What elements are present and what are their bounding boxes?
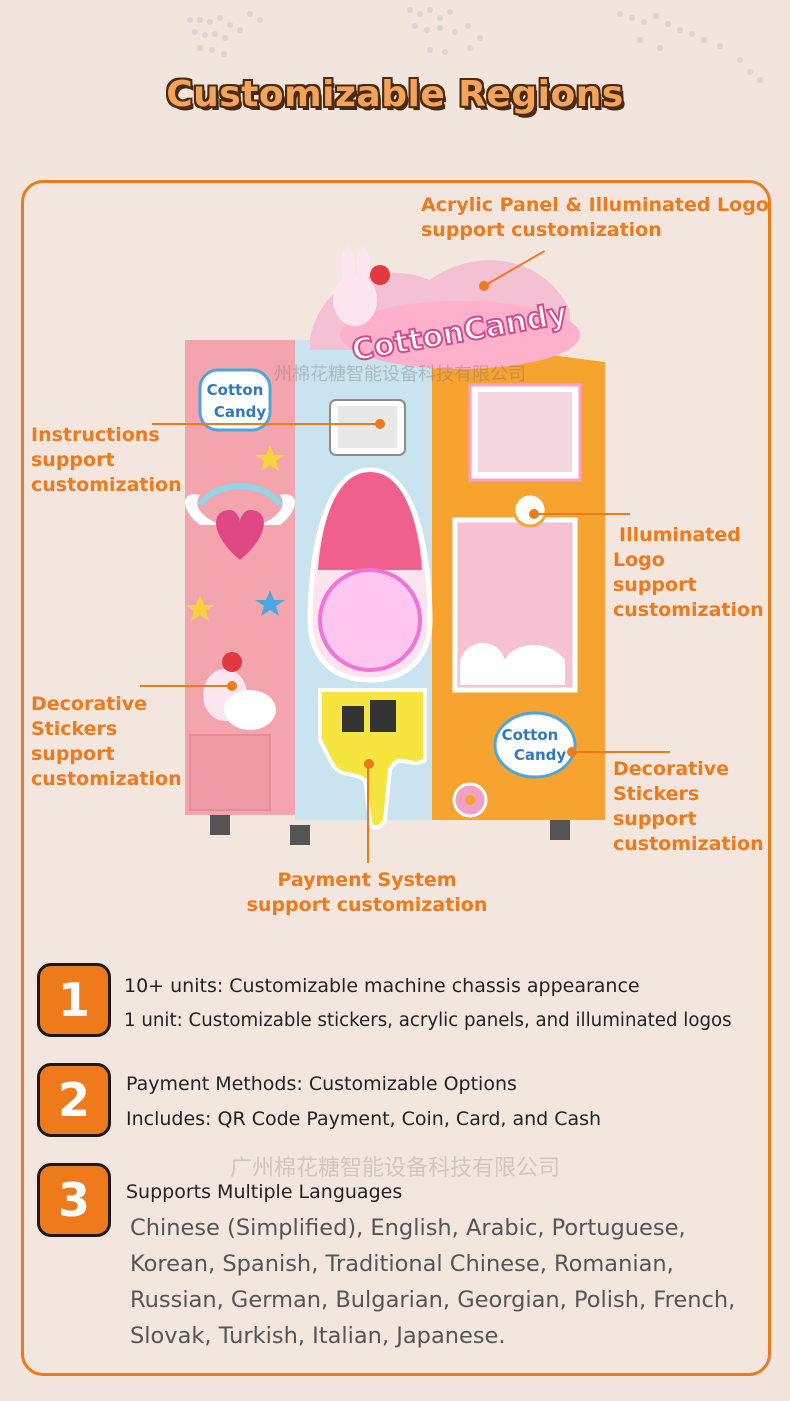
feature-3-line1: Supports Multiple Languages (126, 1181, 403, 1203)
leader-instructions (152, 423, 380, 425)
leader-stickers-right (572, 751, 670, 753)
feature-1-line1: 10+ units: Customizable machine chassis … (124, 975, 640, 997)
feature-2-badge: 2 (37, 1063, 111, 1137)
languages-line-2: Korean, Spanish, Traditional Chinese, Ro… (130, 1251, 674, 1277)
languages-line-1: Chinese (Simplified), English, Arabic, P… (130, 1215, 686, 1241)
callout-stickers-left: Decorative Stickers support customizatio… (31, 692, 182, 792)
side-logo-line2: Candy (214, 403, 267, 421)
callout-illuminated-line3: support (613, 574, 697, 596)
front-logo-line1: Cotton (502, 726, 559, 744)
front-logo-line2: Candy (514, 746, 567, 764)
callout-instructions-line3: customization (31, 474, 182, 496)
feature-1-line2: 1 unit: Customizable stickers, acrylic p… (124, 1010, 732, 1031)
callout-stickers-left-line3: support (31, 743, 115, 765)
page-title: Customizable Regions (166, 74, 624, 115)
feature-3-badge: 3 (37, 1163, 111, 1237)
dot-illuminated (529, 509, 539, 519)
callout-acrylic: Acrylic Panel & Illuminated Logo support… (421, 193, 769, 243)
dot-stickers-left (227, 681, 237, 691)
vending-machine-illustration: CottonCandy Cotton Candy Cotton Candy 州棉 (185, 247, 605, 845)
callout-payment: Payment System support customization (243, 868, 491, 918)
leader-payment (367, 763, 369, 863)
callout-stickers-right-line2: Stickers (613, 783, 700, 805)
callout-instructions: Instructions support customization (31, 423, 182, 498)
callout-illuminated-line4: customization (613, 599, 764, 621)
dot-acrylic (479, 281, 489, 291)
callout-stickers-left-line4: customization (31, 768, 182, 790)
callout-stickers-right-line3: support (613, 808, 697, 830)
callout-acrylic-line2: support customization (421, 219, 662, 241)
leader-stickers-left (140, 685, 232, 687)
callout-stickers-left-line1: Decorative (31, 693, 148, 715)
callout-illuminated-line2: Logo (613, 549, 665, 571)
callout-payment-line1: Payment System (277, 869, 457, 891)
machine-watermark: 州棉花糖智能设备科技有限公司 (274, 364, 526, 385)
languages-line-3: Russian, German, Bulgarian, Georgian, Po… (130, 1287, 736, 1313)
callout-instructions-line2: support (31, 449, 115, 471)
callout-acrylic-line1: Acrylic Panel & Illuminated Logo (421, 194, 769, 216)
languages-line-4: Slovak, Turkish, Italian, Japanese. (130, 1323, 506, 1349)
company-watermark: 广州棉花糖智能设备科技有限公司 (229, 1156, 560, 1181)
callout-stickers-right-line1: Decorative (613, 758, 730, 780)
feature-2-line1: Payment Methods: Customizable Options (126, 1073, 517, 1095)
callout-stickers-right: Decorative Stickers support customizatio… (613, 757, 764, 857)
callout-illuminated: Illuminated Logo support customization (613, 523, 764, 623)
feature-1-badge: 1 (37, 963, 111, 1037)
callout-payment-line2: support customization (246, 894, 488, 916)
dot-instructions (375, 419, 385, 429)
callout-stickers-right-line4: customization (613, 833, 764, 855)
leader-illuminated (534, 513, 630, 515)
callout-instructions-line1: Instructions (31, 424, 160, 446)
callout-illuminated-line1: Illuminated (619, 524, 741, 546)
callout-stickers-left-line2: Stickers (31, 718, 118, 740)
feature-2-line2: Includes: QR Code Payment, Coin, Card, a… (126, 1108, 602, 1130)
world-map-decor (187, 7, 763, 83)
dot-payment (364, 759, 374, 769)
side-logo-line1: Cotton (207, 381, 264, 399)
dot-stickers-right (567, 747, 577, 757)
